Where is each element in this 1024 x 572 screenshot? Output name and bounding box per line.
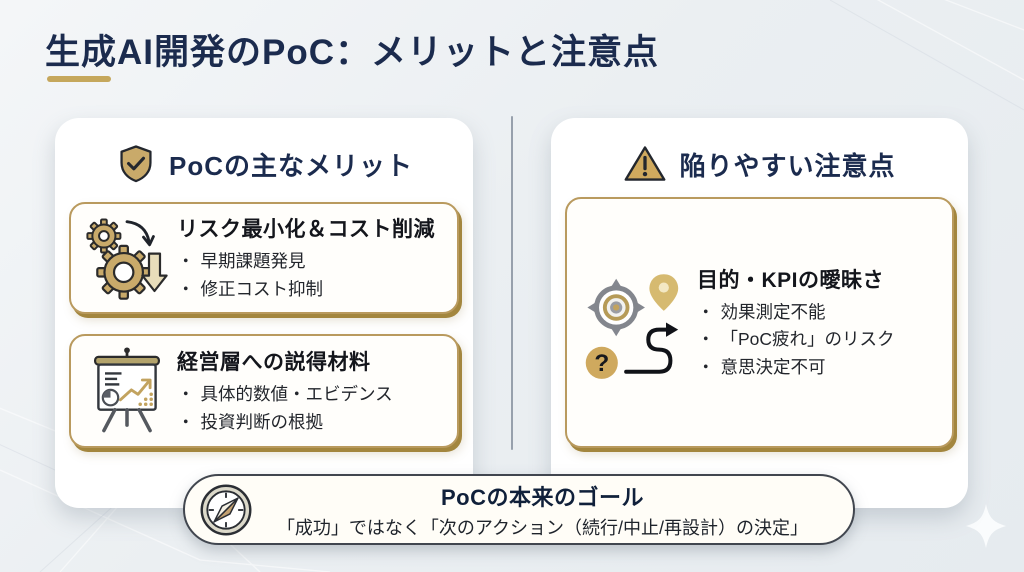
bullet-marker: ・ <box>177 251 195 272</box>
cautions-panel-title: 陥りやすい注意点 <box>679 150 896 181</box>
bullet-marker: ・ <box>177 384 195 405</box>
cautions-panel-header: 陥りやすい注意点 <box>551 118 968 188</box>
bullet-item: ・効果測定不能 <box>697 299 940 326</box>
bullet-text: 意思決定不可 <box>720 356 826 377</box>
bullet-text: 具体的数値・エビデンス <box>200 384 393 405</box>
bullet-marker: ・ <box>177 278 195 299</box>
shield-check-icon <box>115 142 157 186</box>
card-title: 目的・KPIの曖昧さ <box>697 269 885 293</box>
merit-card-risk-text: リスク最小化＆コスト削減 ・早期課題発見 ・修正コスト抑制 <box>171 213 445 302</box>
bullet-text: 「PoC疲れ」のリスク <box>720 329 895 350</box>
merits-panel-title: PoCの主なメリット <box>168 150 413 181</box>
cautions-panel: 陥りやすい注意点 <box>551 118 968 508</box>
bullet-text: 効果測定不能 <box>720 302 826 323</box>
card-bullet-list: ・早期課題発見 ・修正コスト抑制 <box>177 248 445 302</box>
panel-divider <box>511 116 513 450</box>
bullet-item: ・具体的数値・エビデンス <box>177 381 445 408</box>
goal-subtitle: 「成功」ではなく「次のアクション（続行/中止/再設計）の決定」 <box>276 517 809 538</box>
bullet-item: ・「PoC疲れ」のリスク <box>697 326 940 353</box>
merit-card-persuasion-text: 経営層への説得材料 ・具体的数値・エビデンス ・投資判断の根拠 <box>171 346 445 435</box>
target-question-route-icon: ? <box>579 261 691 385</box>
bullet-item: ・意思決定不可 <box>697 354 940 381</box>
bullet-marker: ・ <box>697 356 715 377</box>
card-bullet-list: ・効果測定不能 ・「PoC疲れ」のリスク ・意思決定不可 <box>697 299 940 380</box>
caution-card-kpi-text: 目的・KPIの曖昧さ ・効果測定不能 ・「PoC疲れ」のリスク ・意思決定不可 <box>691 264 940 380</box>
bullet-text: 早期課題発見 <box>200 251 306 272</box>
merits-panel: PoCの主なメリット <box>55 118 473 508</box>
merit-card-persuasion: 経営層への説得材料 ・具体的数値・エビデンス ・投資判断の根拠 <box>69 334 459 448</box>
bullet-text: 投資判断の根拠 <box>200 411 324 432</box>
caution-card-kpi: ? 目的・KPIの曖昧さ ・効果測定不能 ・「PoC疲れ」のリスク ・意思決定不… <box>565 197 954 448</box>
bullet-marker: ・ <box>177 411 195 432</box>
sparkle-icon <box>966 504 1006 548</box>
bullet-item: ・修正コスト抑制 <box>177 276 445 303</box>
svg-text:?: ? <box>594 350 609 377</box>
presentation-chart-icon <box>83 344 171 438</box>
merit-card-risk: リスク最小化＆コスト削減 ・早期課題発見 ・修正コスト抑制 <box>69 202 459 314</box>
card-title: リスク最小化＆コスト削減 <box>177 218 435 242</box>
bullet-item: ・投資判断の根拠 <box>177 409 445 436</box>
bullet-marker: ・ <box>697 329 715 350</box>
goal-banner: PoCの本来のゴール 「成功」ではなく「次のアクション（続行/中止/再設計）の決… <box>183 474 855 545</box>
bullet-marker: ・ <box>697 302 715 323</box>
goal-title: PoCの本来のゴール <box>440 484 644 510</box>
card-title: 経営層への説得材料 <box>177 351 371 375</box>
compass-icon <box>198 482 254 538</box>
merits-panel-header: PoCの主なメリット <box>55 118 473 188</box>
title-accent-bar <box>47 76 111 82</box>
card-bullet-list: ・具体的数値・エビデンス ・投資判断の根拠 <box>177 381 445 435</box>
bullet-text: 修正コスト抑制 <box>200 278 324 299</box>
page-title: 生成AI開発のPoC：メリットと注意点 <box>45 33 660 72</box>
goal-banner-text: PoCの本来のゴール 「成功」ではなく「次のアクション（続行/中止/再設計）の決… <box>254 480 853 540</box>
bullet-item: ・早期課題発見 <box>177 248 445 275</box>
warning-triangle-icon <box>623 143 667 185</box>
gears-cost-down-icon <box>83 211 171 305</box>
